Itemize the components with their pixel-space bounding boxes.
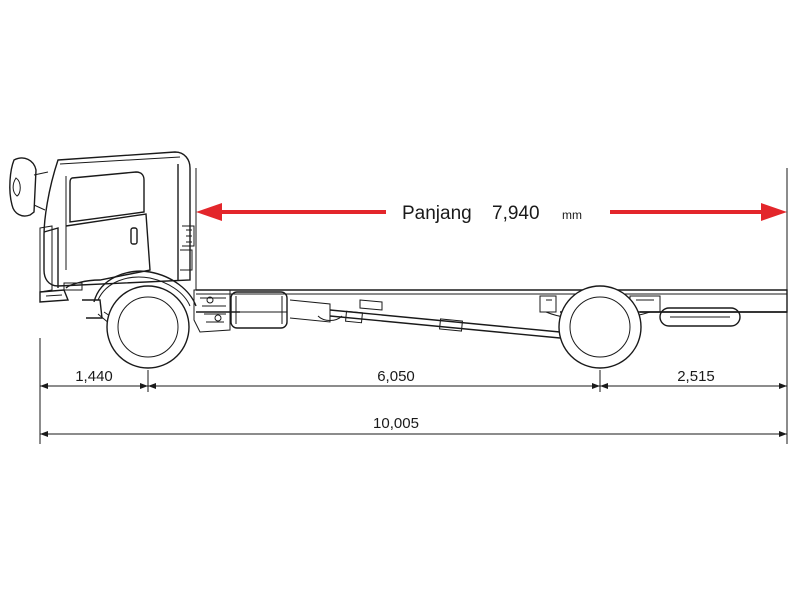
drive-shaft	[329, 299, 561, 339]
dim-rear-overhang: 2,515	[677, 368, 715, 385]
length-unit: mm	[562, 208, 582, 222]
length-arrow-left	[196, 203, 386, 221]
length-arrow-right	[610, 203, 787, 221]
fuel-tank	[230, 291, 288, 329]
length-value: 7,940	[492, 203, 540, 224]
dimension-lines	[39, 300, 788, 444]
dim-wheelbase: 6,050	[377, 368, 415, 385]
front-wheel	[106, 285, 190, 369]
length-label: Panjang	[402, 203, 472, 224]
rear-wheel	[558, 285, 642, 369]
dim-overall: 10,005	[373, 415, 419, 432]
spare-tire	[659, 307, 741, 327]
truck-cab	[9, 151, 197, 325]
engine-components	[193, 289, 343, 333]
dim-front-overhang: 1,440	[75, 368, 113, 385]
